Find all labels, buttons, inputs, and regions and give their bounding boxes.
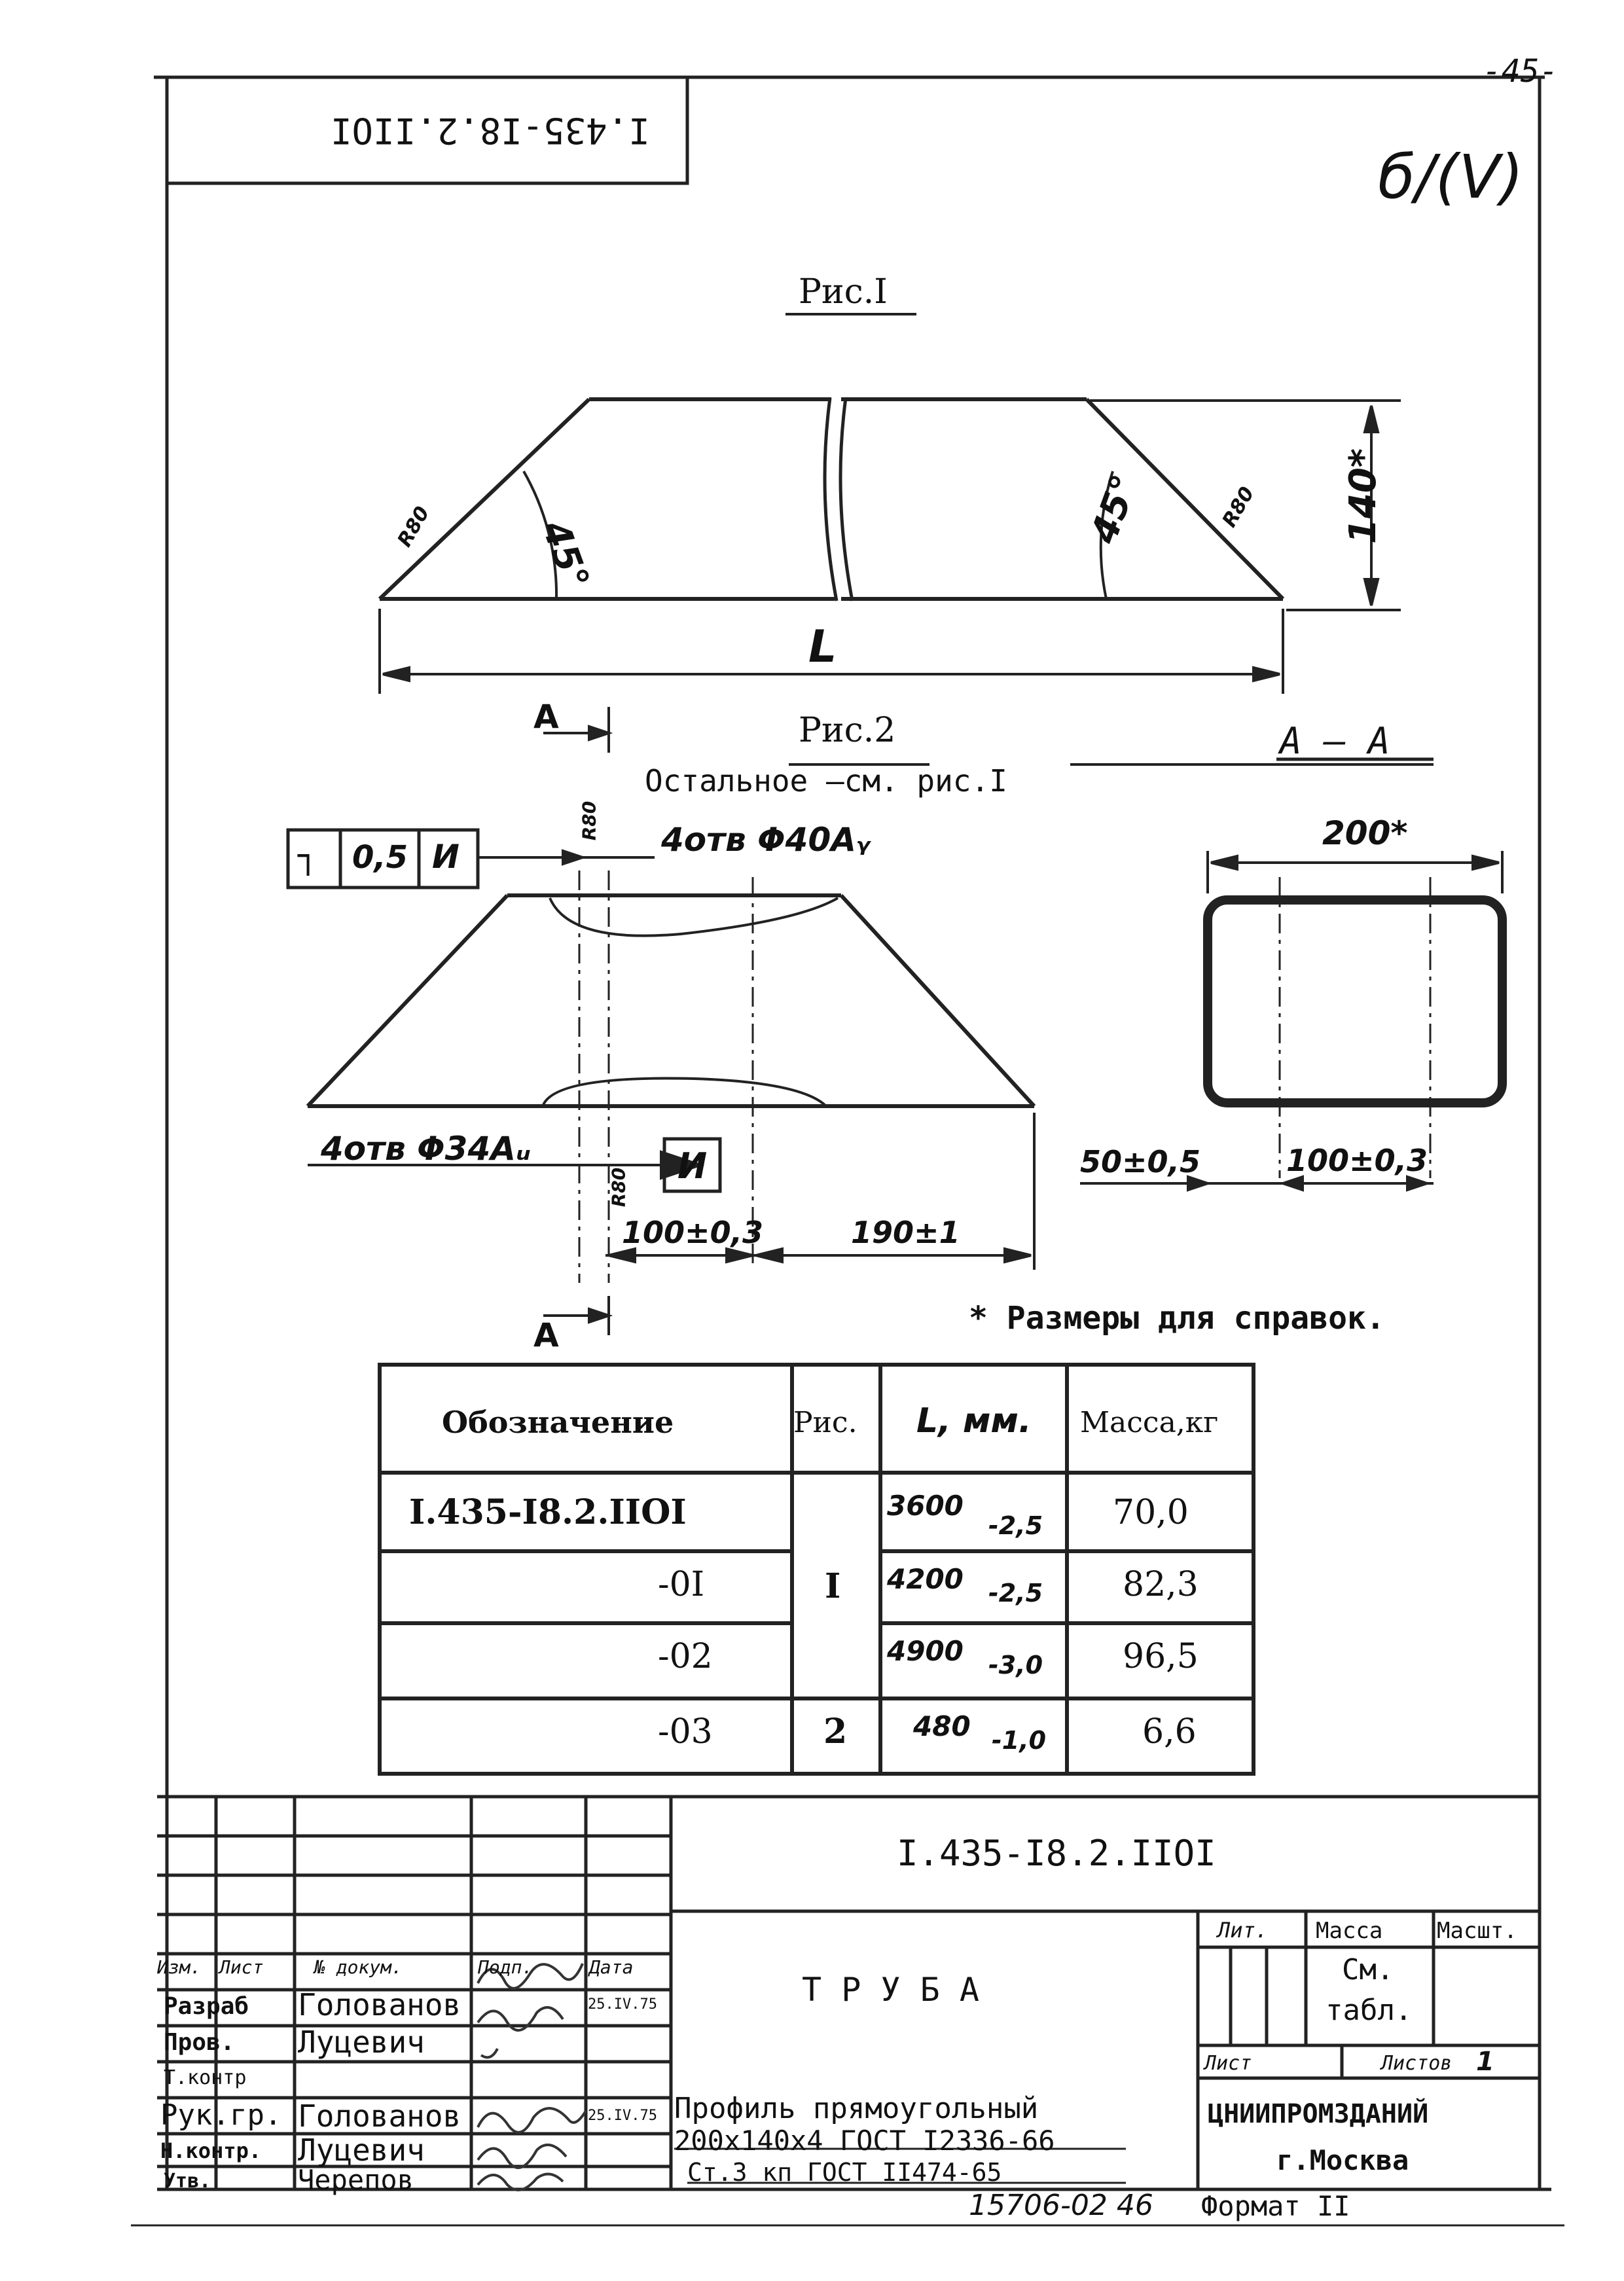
page-number: -45- [1483, 53, 1559, 90]
role-3: Т.контр [164, 2066, 247, 2089]
fig2-dim-100: 100±0,3 [622, 1215, 764, 1250]
fig1-length-dim: L [808, 621, 837, 673]
table-row-2-mass: 82,3 [1123, 1565, 1199, 1604]
table-header-fig: Рис. [793, 1406, 857, 1439]
role-5-name: Луцевич [298, 2132, 425, 2168]
table-row-3-length: 4900 [887, 1635, 964, 1667]
lit-label: Лит. [1218, 1918, 1269, 1943]
role-4: Рук.гр. [160, 2098, 282, 2132]
tolerance-frame [286, 828, 480, 889]
datum-label: И [677, 1145, 708, 1187]
title-col-date: Дата [589, 1956, 634, 1978]
fig2-radius-top: R80 [578, 800, 600, 841]
table-row-1-designation: I.435-I8.2.IIOI [409, 1492, 687, 1532]
table-row-1-length: 3600 [887, 1490, 964, 1522]
fig2-dim-190: 190±1 [851, 1215, 960, 1250]
material-line-2: 200x140x4 ГОСТ I2336-66 [674, 2125, 1055, 2157]
org-name: ЦНИИПРОМЗДАНИЙ [1208, 2099, 1429, 2129]
role-4-name: Голованов [298, 2098, 461, 2134]
fig1-height-dim: 140* [1342, 448, 1385, 545]
format-label: Формат II [1201, 2190, 1350, 2222]
table-row-2-length: 4200 [887, 1563, 964, 1595]
role-1-name: Голованов [298, 1987, 461, 2022]
sheet-label: Лист [1204, 2052, 1252, 2075]
table-row-3-designation: -02 [658, 1637, 713, 1676]
fig1-dimensions [378, 399, 1401, 694]
table-row-1-tol: -2,5 [988, 1511, 1043, 1540]
table-header-designation: Обозначение [442, 1405, 674, 1440]
table-fig-group-2: 2 [823, 1712, 848, 1751]
title-name: Т Р У Б А [802, 1971, 979, 2009]
table-header-length: L, мм. [916, 1401, 1032, 1441]
holes-bottom-label: 4отв Φ34Aᵤ [321, 1130, 531, 1168]
table-row-2-tol: -2,5 [988, 1579, 1043, 1607]
section-dim-100: 100±0,3 [1286, 1143, 1428, 1178]
parts-table-grid [378, 1363, 1255, 1776]
section-title: A – A [1280, 720, 1390, 763]
section-mark-bottom: A [533, 1316, 559, 1354]
table-row-4-length: 480 [913, 1710, 971, 1742]
role-1: Разраб [164, 1993, 249, 2020]
fig1-drawing [378, 397, 1285, 602]
sheets-value: 1 [1476, 2047, 1494, 2077]
holes-top-label: 4отв Φ40Aᵧ [661, 821, 871, 859]
section-dim-50: 50±0,5 [1080, 1144, 1201, 1179]
material-line-1: Профиль прямоугольный [674, 2092, 1039, 2125]
table-row-3-tol: -3,0 [988, 1651, 1043, 1679]
mass-label: Масса [1316, 1918, 1383, 1944]
signatures [477, 1963, 587, 2191]
title-col-izm: Изм. [157, 1956, 202, 1978]
fig2-axes [578, 871, 754, 1283]
title-col-sign: Подп. [478, 1956, 533, 1978]
datum-box [662, 1137, 722, 1193]
footer-code: 15706-02 46 [969, 2189, 1153, 2222]
tolerance-symbol: ┐ [298, 836, 319, 876]
table-row-4-designation: -03 [658, 1712, 713, 1751]
section-drawing [1203, 877, 1507, 1178]
role-6-name: Черепов [298, 2164, 414, 2196]
role-1-date: 25.IV.75 [588, 1996, 657, 2013]
material-line-3: Ст.3 кп ГОСТ II474-65 [687, 2158, 1002, 2187]
scale-label: Масшт. [1437, 1918, 1517, 1944]
table-row-4-mass: 6,6 [1142, 1712, 1197, 1751]
fig2-caption: Рис.2 [799, 711, 896, 750]
table-row-4-tol: -1,0 [992, 1726, 1047, 1755]
mass-value-2: табл. [1326, 1994, 1413, 2027]
role-4-date: 25.IV.75 [588, 2108, 657, 2124]
table-fig-group-1: I [825, 1566, 841, 1606]
fig1-caption: Рис.I [799, 272, 888, 312]
role-6: Утв. [164, 2170, 211, 2193]
table-row-3-mass: 96,5 [1123, 1637, 1199, 1676]
material-underlines [674, 2147, 1126, 2184]
table-row-1-mass: 70,0 [1113, 1493, 1189, 1532]
corner-mark: б/(V) [1378, 142, 1524, 212]
top-stamp-text: I.435-I8.2.IIOI [331, 110, 650, 151]
reference-note: * Размеры для справок. [969, 1300, 1385, 1337]
table-row-2-designation: -0I [658, 1565, 705, 1604]
title-block-grid [157, 1795, 1540, 2189]
section-mark-top: A [533, 698, 559, 736]
title-col-doc: № докум. [314, 1956, 403, 1978]
fig2-radius-bottom: R80 [607, 1167, 630, 1208]
title-doc-number: I.435-I8.2.IIOI [897, 1833, 1216, 1874]
section-width-dim: 200* [1322, 814, 1408, 852]
tolerance-datum: И [432, 838, 460, 876]
fig2-dimensions [308, 707, 1434, 1335]
title-col-list: Лист [219, 1956, 264, 1978]
role-2-name: Луцевич [298, 2024, 425, 2060]
fig2-note: Остальное –см. рис.I [645, 763, 1007, 799]
top-stamp-box [165, 75, 689, 185]
section-dimensions [1080, 757, 1504, 1192]
table-header-mass: Масса,кг [1080, 1406, 1219, 1439]
role-5: Н.контр. [160, 2138, 262, 2163]
role-2: Пров. [164, 2029, 235, 2056]
org-city: г.Москва [1276, 2144, 1409, 2176]
fig2-drawing [306, 893, 1036, 1108]
tolerance-value: 0,5 [352, 839, 408, 876]
sheets-label: Листов [1381, 2052, 1453, 2075]
mass-value-1: См. [1342, 1953, 1394, 1986]
